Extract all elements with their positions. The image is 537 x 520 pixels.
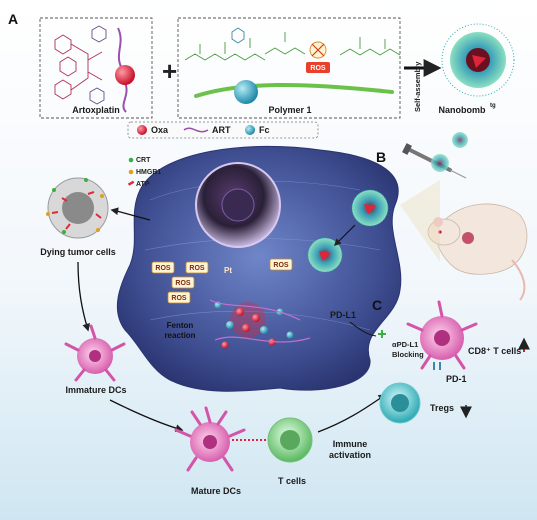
pd-l1-pointer [349, 321, 377, 337]
polymer-backbone [194, 82, 394, 98]
t-cell [267, 417, 313, 463]
ros-badge-1: ROS [151, 261, 175, 274]
nanoparticle-entering-2 [307, 237, 343, 273]
dying-tumor-cells-label: Dying tumor cells [40, 247, 116, 257]
pd-1-label: PD-1 [446, 374, 467, 384]
legend-box [127, 121, 319, 139]
uptake-arrow [333, 224, 356, 247]
t-cells-label: T cells [278, 476, 306, 486]
crt-marker [128, 157, 134, 163]
injected-nanoparticle-2 [452, 132, 468, 148]
self-assembly-label: Self-assembly [413, 61, 422, 112]
nanoparticle-entering-1 [351, 189, 389, 227]
immature-dc [64, 324, 126, 382]
atp-marker [127, 180, 135, 186]
tregs-label: Tregs [430, 403, 454, 413]
tumor-cell [116, 145, 402, 392]
svg-text:ROS: ROS [273, 262, 289, 269]
legend-oxa-swatch [137, 125, 147, 135]
hmgb1-marker [128, 169, 134, 175]
svg-text:ROS: ROS [155, 265, 171, 272]
pt-label: Pt [224, 266, 232, 275]
legend-art-swatch [183, 127, 209, 133]
cd8-t-cells-label: CD8⁺ T cells [468, 346, 521, 356]
nucleolus [221, 188, 255, 222]
plus-sign: + [162, 56, 177, 86]
polymer-label: Polymer 1 [268, 105, 311, 115]
immune-activation-line1: Immune [333, 439, 368, 449]
pd-l1-label: PD-L1 [330, 310, 356, 320]
crt-label: CRT [136, 157, 151, 164]
oxa-sphere [115, 65, 135, 85]
dc-maturation-arrow [109, 399, 184, 432]
nanobomb-particle [441, 23, 515, 97]
dying-tumor-cell [46, 177, 109, 239]
mouse [427, 203, 528, 301]
ros-badge-3: ROS [171, 276, 195, 289]
legend-fc-swatch [245, 125, 255, 135]
immature-dcs-label: Immature DCs [65, 385, 126, 395]
fenton-label-line1: Fenton [167, 321, 194, 330]
injected-nanoparticle-1 [431, 154, 449, 172]
legend-oxa-label: Oxa [151, 125, 169, 135]
atp-label: ATP [136, 181, 150, 188]
zoom-cone [400, 180, 440, 262]
treg-cell [379, 382, 421, 424]
artoxplatin-box [39, 17, 153, 119]
nanobomb-superscript: tg [490, 103, 496, 109]
artoxplatin-label: Artoxplatin [72, 105, 120, 115]
ros-badge-2: ROS [185, 261, 209, 274]
nanobomb-label: Nanobomb [439, 105, 486, 115]
pd-l1-receptor [378, 330, 386, 338]
panel-label-c: C [372, 297, 382, 313]
panel-label-a: A [8, 11, 18, 27]
dc-recruit-arrow [77, 261, 90, 332]
ros-cleavage-site: ROS [306, 41, 330, 73]
blocking-label-line2: Blocking [392, 350, 424, 359]
svg-text:ROS: ROS [175, 280, 191, 287]
released-drug-cluster [209, 299, 311, 349]
svg-text:ROS: ROS [171, 295, 187, 302]
artoxplatin-structure [54, 25, 107, 105]
hmgb1-label: HMGB1 [136, 169, 161, 176]
cd8-t-cell [406, 300, 478, 370]
panel-label-b: B [376, 149, 386, 165]
legend-art-label: ART [212, 125, 231, 135]
polymer-box [177, 17, 401, 119]
mature-dc [174, 406, 246, 472]
polymer-structure [184, 27, 401, 61]
ros-tag-label: ROS [310, 65, 326, 72]
legend-fc-label: Fc [259, 125, 270, 135]
mature-dcs-label: Mature DCs [191, 486, 241, 496]
fenton-label-line2: reaction [164, 331, 195, 340]
svg-text:ROS: ROS [189, 265, 205, 272]
cell-death-arrow [110, 207, 151, 221]
blocking-label-line1: αPD-L1 [392, 340, 418, 349]
immune-activation-line2: activation [329, 450, 371, 460]
fc-sphere [234, 80, 258, 104]
ros-badge-4: ROS [167, 291, 191, 304]
ros-badge-5: ROS [269, 258, 293, 271]
